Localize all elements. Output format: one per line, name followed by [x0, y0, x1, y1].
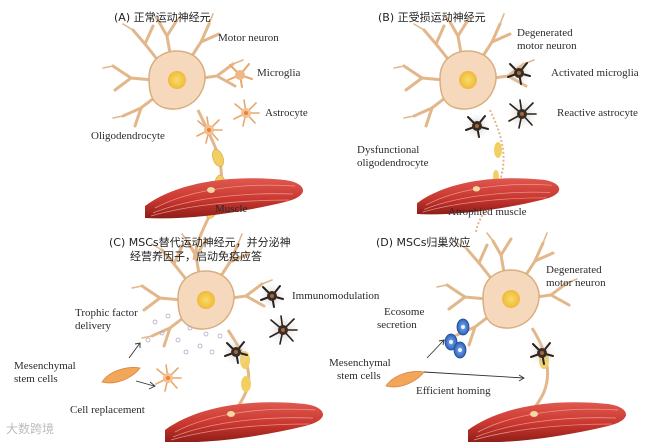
panel-d-title: (D) MSCs归巢效应 — [376, 236, 471, 249]
label-exosome-line1: Ecosome — [384, 306, 425, 318]
watermark: 大数跨境 — [6, 422, 55, 436]
panel-c-title-line2: 经营养因子，启动免疫应答 — [130, 250, 262, 263]
panel-d-graphic — [385, 231, 627, 442]
label-mesenchymal-c-line1: Mesenchymal — [14, 360, 76, 372]
label-degenerated-d-line2: motor neuron — [546, 277, 606, 289]
label-mesenchymal-d-line2: stem cells — [337, 370, 381, 382]
label-cell-replacement: Cell replacement — [70, 404, 145, 416]
label-activated-microglia: Activated microglia — [551, 67, 639, 79]
label-mesenchymal-c-line2: stem cells — [14, 373, 58, 385]
label-dysfunctional-line2: oligodendrocyte — [357, 157, 429, 169]
label-atrophied-muscle: Atrophied muscle — [448, 206, 527, 218]
label-muscle: Muscle — [215, 203, 248, 215]
label-dysfunctional-line1: Dysfunctional — [357, 144, 420, 156]
panel-a-title: (A) 正常运动神经元 — [114, 11, 211, 24]
label-microglia: Microglia — [257, 67, 301, 79]
panel-b-title: (B) 正受损运动神经元 — [378, 11, 486, 24]
label-degenerated-d-line1: Degenerated — [546, 264, 602, 276]
label-exosome-line2: secretion — [377, 319, 417, 331]
label-degenerated-b-line2: motor neuron — [517, 40, 577, 52]
label-immunomodulation: Immunomodulation — [292, 290, 380, 302]
label-efficient-homing: Efficient homing — [416, 385, 491, 397]
label-reactive-astrocyte: Reactive astrocyte — [557, 107, 638, 119]
label-mesenchymal-d-line1: Mesenchymal — [329, 357, 391, 369]
label-astrocyte: Astrocyte — [265, 107, 308, 119]
label-oligodendrocyte: Oligodendrocyte — [91, 130, 165, 142]
panel-b-graphic — [392, 12, 560, 233]
label-degenerated-b-line1: Degenerated — [517, 27, 573, 39]
panel-c-graphic — [101, 232, 324, 442]
label-motor-neuron: Motor neuron — [218, 32, 279, 44]
label-trophic-line2: delivery — [75, 320, 112, 332]
label-trophic-line1: Trophic factor — [75, 307, 138, 319]
panel-c-title-line1: (C) MSCs替代运动神经元，并分泌神 — [109, 236, 291, 249]
